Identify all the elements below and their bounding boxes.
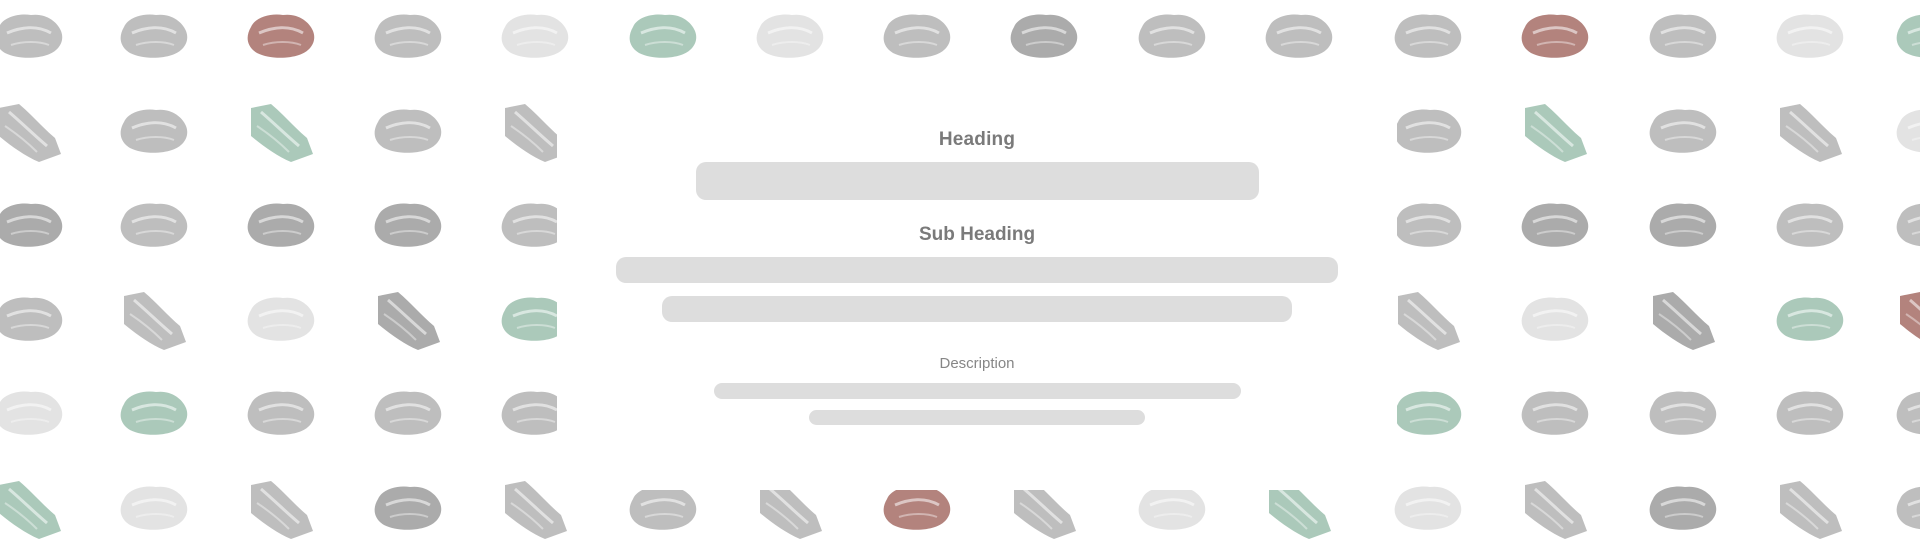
rock-icon xyxy=(120,203,188,247)
rock-icon xyxy=(760,481,822,539)
rock-icon xyxy=(501,14,569,58)
rock-icon xyxy=(247,391,315,435)
rock-icon xyxy=(1010,14,1078,58)
rock-icon xyxy=(374,391,442,435)
rock-icon xyxy=(1394,391,1462,435)
rock-icon xyxy=(1896,486,1920,530)
rock-icon xyxy=(883,14,951,58)
rock-icon xyxy=(1394,486,1462,530)
content-card: Heading Sub Heading Description xyxy=(557,74,1397,490)
rock-icon xyxy=(629,486,697,530)
rock-icon xyxy=(501,297,569,341)
rock-icon xyxy=(883,486,951,530)
rock-icon xyxy=(1776,14,1844,58)
rock-icon xyxy=(0,104,61,162)
rock-icon xyxy=(1269,481,1331,539)
rock-icon xyxy=(1896,14,1920,58)
rock-icon xyxy=(0,391,63,435)
rock-icon xyxy=(374,203,442,247)
rock-icon xyxy=(1398,292,1460,350)
heading-placeholder-bar xyxy=(696,162,1259,200)
rock-icon xyxy=(1521,297,1589,341)
sub-heading-text: Sub Heading xyxy=(918,224,1036,245)
rock-icon xyxy=(247,14,315,58)
rock-icon xyxy=(1776,297,1844,341)
rock-icon xyxy=(1394,109,1462,153)
rock-icon xyxy=(505,481,567,539)
rock-icon xyxy=(378,292,440,350)
rock-icon xyxy=(120,486,188,530)
description-placeholder-bar-2 xyxy=(809,410,1145,425)
rock-icon xyxy=(1138,486,1206,530)
rock-icon xyxy=(1265,14,1333,58)
rock-icon xyxy=(0,297,63,341)
rock-icon xyxy=(1776,203,1844,247)
rock-icon xyxy=(374,14,442,58)
sub-heading-placeholder-bar-2 xyxy=(662,296,1292,322)
rock-icon xyxy=(251,481,313,539)
rock-icon xyxy=(1649,14,1717,58)
rock-icon xyxy=(1394,14,1462,58)
heading-text: Heading xyxy=(938,129,1016,150)
description-text: Description xyxy=(939,355,1015,372)
rock-icon xyxy=(1780,104,1842,162)
rock-icon xyxy=(1649,391,1717,435)
rock-icon xyxy=(1525,481,1587,539)
rock-icon xyxy=(1138,14,1206,58)
rock-icon xyxy=(251,104,313,162)
rock-icon xyxy=(1896,203,1920,247)
rock-icon xyxy=(1521,391,1589,435)
rock-icon xyxy=(1649,109,1717,153)
rock-icon xyxy=(1394,203,1462,247)
rock-icon xyxy=(1653,292,1715,350)
rock-icon xyxy=(1776,391,1844,435)
rock-icon xyxy=(501,203,569,247)
rock-icon xyxy=(124,292,186,350)
rock-icon xyxy=(1014,481,1076,539)
rock-icon xyxy=(1525,104,1587,162)
rock-icon xyxy=(247,297,315,341)
rock-icon xyxy=(501,391,569,435)
rock-icon xyxy=(1649,203,1717,247)
rock-icon xyxy=(1780,481,1842,539)
rock-icon xyxy=(1649,486,1717,530)
rock-icon xyxy=(374,486,442,530)
rock-icon xyxy=(505,104,567,162)
rock-icon xyxy=(1896,109,1920,153)
description-placeholder-bar-1 xyxy=(714,383,1241,399)
rock-icon xyxy=(247,203,315,247)
rock-icon xyxy=(1896,391,1920,435)
rock-icon xyxy=(374,109,442,153)
rock-icon xyxy=(1521,203,1589,247)
rock-icon xyxy=(0,203,63,247)
rock-icon xyxy=(120,391,188,435)
rock-icon xyxy=(756,14,824,58)
rock-icon xyxy=(1900,292,1920,339)
sub-heading-placeholder-bar-1 xyxy=(616,257,1338,283)
rock-icon xyxy=(629,14,697,58)
rock-icon xyxy=(120,14,188,58)
rock-icon xyxy=(1521,14,1589,58)
rock-icon xyxy=(0,481,61,539)
rock-icon xyxy=(0,14,63,58)
rock-icon xyxy=(120,109,188,153)
